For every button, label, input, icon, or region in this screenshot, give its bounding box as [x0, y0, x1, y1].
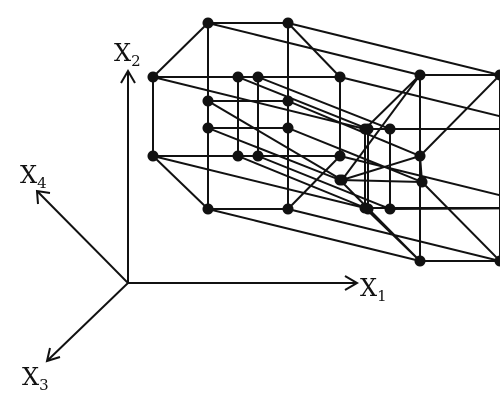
edge-connect-15 — [257, 155, 391, 210]
axis-x4-arrowhead — [35, 189, 51, 205]
edge-connect-13 — [257, 76, 391, 130]
node-right-1 — [494, 69, 500, 81]
node-right-14 — [362, 203, 374, 215]
axis-x3-arrowhead — [45, 347, 61, 363]
node-left-0 — [202, 17, 214, 29]
node-right-10 — [334, 174, 346, 186]
edge-connect-1 — [287, 22, 500, 76]
node-left-11 — [282, 122, 294, 134]
node-right-15 — [384, 203, 396, 215]
edge-connect-9 — [287, 100, 421, 157]
nodes — [147, 17, 500, 267]
edge-connect-3 — [339, 76, 500, 118]
axis-x1-label: X1 — [360, 274, 387, 305]
edge-connect-12 — [237, 76, 369, 130]
edge-right-23 — [419, 74, 500, 157]
node-right-9 — [414, 150, 426, 162]
node-left-15 — [252, 150, 264, 162]
node-left-4 — [147, 150, 159, 162]
node-left-7 — [282, 203, 294, 215]
edge-connect-14 — [237, 155, 369, 210]
edge-connect-0 — [207, 22, 421, 76]
edges — [152, 22, 500, 262]
node-left-5 — [334, 150, 346, 162]
edge-left-4 — [152, 22, 209, 78]
axis-x2-label: X2 — [114, 39, 141, 70]
axis-x3-label: X3 — [22, 363, 49, 394]
edge-connect-4 — [152, 155, 366, 209]
node-right-0 — [414, 69, 426, 81]
node-left-12 — [232, 71, 244, 83]
edge-connect-8 — [207, 100, 343, 181]
node-left-9 — [282, 95, 294, 107]
edge-right-4 — [364, 74, 421, 130]
axis-x2-arrowhead — [120, 69, 136, 84]
node-right-13 — [384, 123, 396, 135]
node-left-6 — [202, 203, 214, 215]
axis-x1-arrowhead — [344, 275, 359, 291]
node-right-6 — [414, 255, 426, 267]
axis-x4-label: X4 — [20, 161, 47, 192]
axis-x3-line — [47, 282, 129, 361]
edge-right-24 — [339, 179, 421, 262]
node-right-7 — [494, 255, 500, 267]
edge-connect-7 — [287, 208, 500, 262]
edge-connect-6 — [207, 208, 421, 262]
node-right-12 — [362, 123, 374, 135]
axes: X1 X2 X3 X4 — [20, 39, 387, 394]
edge-connect-5 — [339, 155, 500, 197]
edge-left-7 — [287, 155, 341, 210]
edge-connect-2 — [152, 76, 366, 130]
axis-x4-line — [37, 191, 129, 284]
edge-connect-10 — [207, 127, 341, 181]
node-left-10 — [202, 122, 214, 134]
node-left-13 — [252, 71, 264, 83]
node-right-11 — [416, 176, 428, 188]
node-left-14 — [232, 150, 244, 162]
edge-right-21 — [389, 207, 500, 210]
edge-right-12 — [341, 155, 421, 181]
node-left-3 — [334, 71, 346, 83]
edge-left-6 — [152, 155, 209, 210]
node-left-8 — [202, 95, 214, 107]
node-left-2 — [147, 71, 159, 83]
edge-right-25 — [421, 181, 500, 262]
edge-connect-11 — [287, 127, 423, 183]
edge-right-13 — [339, 179, 423, 183]
node-left-1 — [282, 17, 294, 29]
